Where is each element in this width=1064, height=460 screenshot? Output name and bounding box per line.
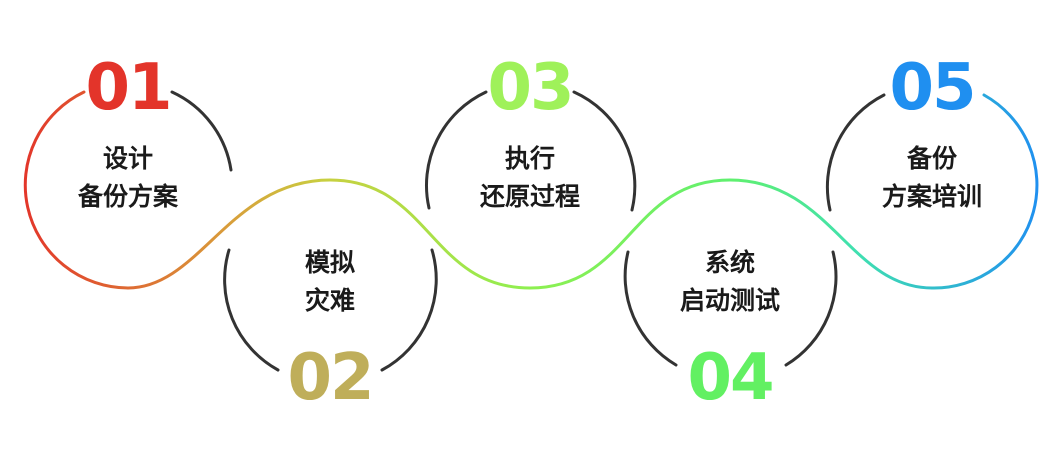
step-5-number: 05 (889, 51, 976, 125)
step-3-label: 执行还原过程 (479, 144, 580, 211)
circle-1-arc (23, 90, 130, 290)
step-1-number: 01 (85, 51, 172, 125)
step-1-label: 设计备份方案 (77, 144, 178, 211)
wave-line (126, 178, 934, 290)
step-2-label: 模拟灾难 (304, 248, 355, 315)
step-5-label: 备份方案培训 (881, 144, 982, 211)
step-3-number: 03 (487, 51, 574, 125)
step-4-number: 04 (687, 341, 774, 415)
step-2-number: 02 (287, 341, 374, 415)
step-4-label: 系统启动测试 (679, 248, 780, 315)
